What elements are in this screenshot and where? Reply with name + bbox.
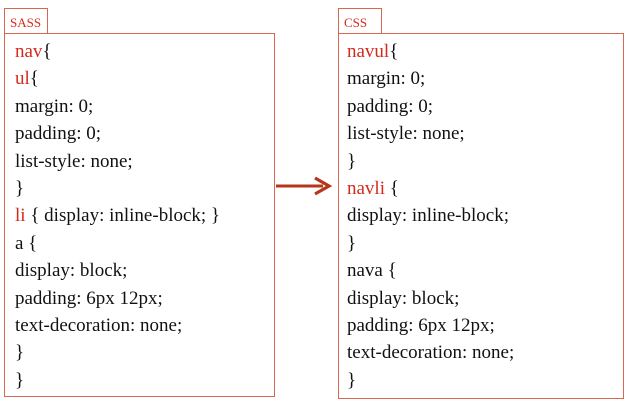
code-text: a { — [15, 232, 38, 254]
code-line: nav{ — [15, 38, 274, 65]
code-text: padding: 0; — [15, 123, 102, 145]
sass-label: SASS — [10, 15, 42, 30]
code-line: li { display: inline-block; } — [15, 202, 274, 229]
code-line: } — [15, 367, 274, 394]
code-line: padding: 0; — [347, 93, 623, 120]
code-line: text-decoration: none; — [347, 339, 623, 366]
code-text: { — [29, 68, 39, 90]
css-code-panel: navul{margin: 0;padding: 0;list-style: n… — [338, 33, 624, 399]
code-text: padding: 6px 12px; — [347, 315, 495, 337]
code-text: display: inline-block; — [347, 205, 510, 227]
code-text: display: block; — [15, 260, 128, 282]
code-text: padding: 0; — [347, 95, 434, 117]
code-line: } — [15, 339, 274, 366]
selector-keyword: nav — [15, 41, 43, 62]
code-line: display: block; — [15, 257, 274, 284]
code-text: { — [42, 41, 52, 62]
code-line: margin: 0; — [347, 65, 623, 92]
code-text: } — [15, 369, 25, 391]
code-line: list-style: none; — [347, 120, 623, 147]
right-arrow-icon — [276, 176, 333, 196]
css-label-tab: CSS — [338, 8, 382, 34]
code-text: display: block; — [347, 287, 460, 309]
code-text: } — [347, 232, 357, 254]
code-text: padding: 6px 12px; — [15, 287, 163, 309]
code-text: list-style: none; — [347, 123, 465, 145]
selector-keyword: ul — [15, 68, 30, 90]
code-text: margin: 0; — [15, 95, 94, 117]
css-label: CSS — [344, 15, 368, 30]
code-line: } — [15, 175, 274, 202]
code-line: navli { — [347, 175, 623, 202]
code-text: } — [347, 150, 357, 172]
selector-keyword: navul — [347, 41, 390, 62]
sass-code-block: nav{ul{margin: 0;padding: 0;list-style: … — [15, 38, 274, 394]
code-line: display: inline-block; — [347, 202, 623, 229]
code-text: nava { — [347, 260, 397, 282]
code-line: text-decoration: none; — [15, 312, 274, 339]
code-text: } — [15, 342, 25, 364]
code-line: nava { — [347, 257, 623, 284]
code-line: padding: 0; — [15, 120, 274, 147]
code-line: display: block; — [347, 285, 623, 312]
code-line: a { — [15, 230, 274, 257]
css-code-block: navul{margin: 0;padding: 0;list-style: n… — [347, 38, 623, 394]
code-text: text-decoration: none; — [347, 342, 515, 364]
code-text: margin: 0; — [347, 68, 426, 90]
selector-keyword: navli — [347, 178, 385, 200]
code-text: } — [15, 178, 25, 200]
code-line: padding: 6px 12px; — [15, 285, 274, 312]
code-text: } — [347, 369, 357, 391]
code-line: list-style: none; — [15, 148, 274, 175]
sass-label-tab: SASS — [4, 8, 48, 34]
selector-keyword: li — [15, 205, 26, 227]
code-text: { — [389, 41, 399, 62]
code-text: text-decoration: none; — [15, 315, 183, 337]
sass-code-panel: nav{ul{margin: 0;padding: 0;list-style: … — [4, 33, 275, 397]
code-line: } — [347, 230, 623, 257]
code-line: padding: 6px 12px; — [347, 312, 623, 339]
code-line: } — [347, 367, 623, 394]
code-text: { — [385, 178, 399, 200]
code-line: navul{ — [347, 38, 623, 65]
code-text: list-style: none; — [15, 150, 133, 172]
code-line: } — [347, 148, 623, 175]
code-text: { display: inline-block; } — [25, 205, 221, 227]
code-line: ul{ — [15, 65, 274, 92]
code-line: margin: 0; — [15, 93, 274, 120]
